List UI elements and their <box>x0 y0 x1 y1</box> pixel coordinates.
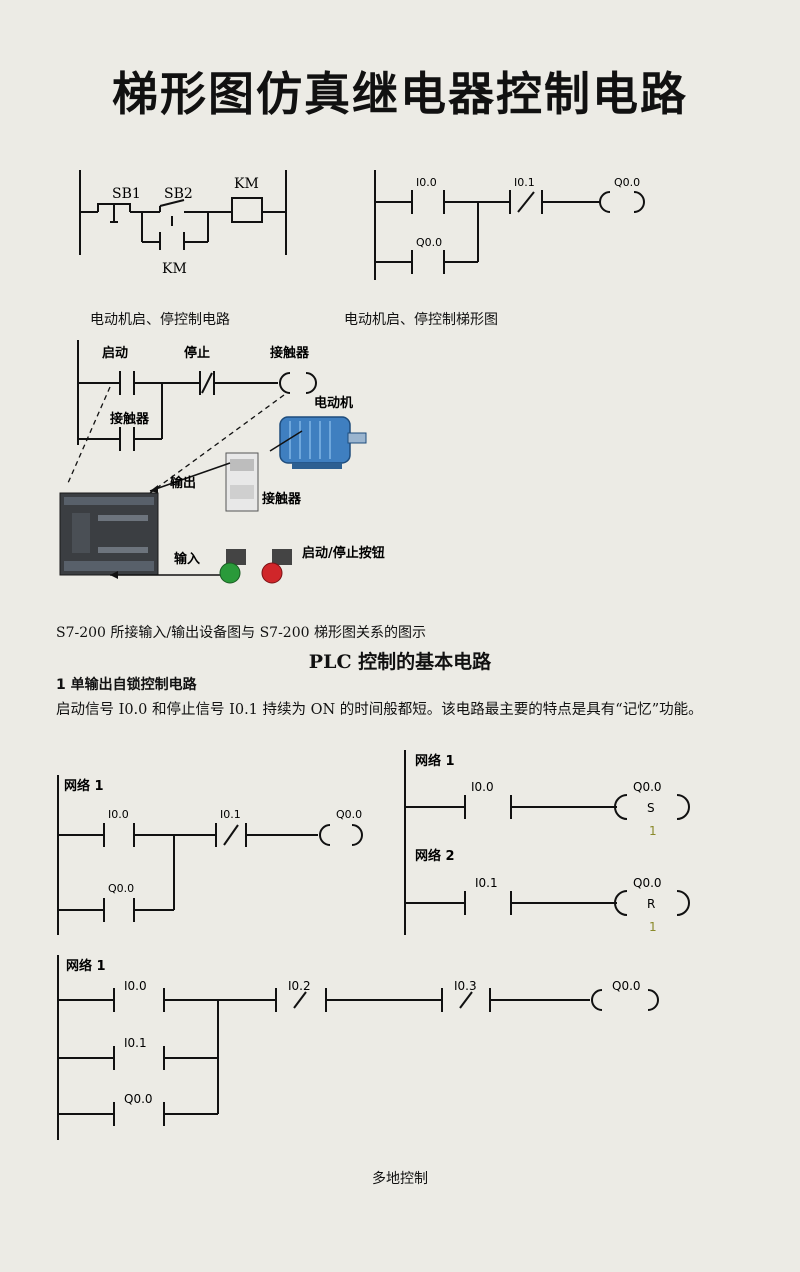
sb2-label: SB2 <box>164 186 193 202</box>
relay-circuit-diagram: SB1 SB2 KM KM <box>79 170 287 277</box>
motor-label: 电动机 <box>314 395 353 411</box>
label-i00: I0.0 <box>416 176 437 189</box>
coil-set <box>614 794 628 820</box>
network2-label: 网络 2 <box>415 848 455 864</box>
red-button-icon <box>261 549 292 584</box>
km-coil <box>231 197 263 223</box>
label-reset-letter: R <box>647 897 655 911</box>
label-q00-hold: Q0.0 <box>124 1092 153 1106</box>
relay-circuit-caption: 电动机启、停控制电路 <box>90 312 230 328</box>
label-i01: I0.1 <box>220 808 241 821</box>
start-label: 启动 <box>102 345 128 361</box>
green-button-icon <box>219 549 246 584</box>
latch-ladder-diagram: 网络 1 I0.0 I0.1 Q0.0 Q0.0 <box>57 775 363 935</box>
label-i01: I0.1 <box>514 176 535 189</box>
contactor-coil <box>279 372 291 394</box>
km-contact-label: KM <box>162 261 187 277</box>
stop-label: 停止 <box>184 345 210 361</box>
coil-q00 <box>319 824 331 846</box>
label-set-output: Q0.0 <box>633 780 662 794</box>
contactor-coil-label: 接触器 <box>270 345 310 361</box>
coil-q00 <box>591 989 603 1011</box>
label-q00: Q0.0 <box>612 979 641 993</box>
contactor-contact-label: 接触器 <box>110 411 150 427</box>
section-title: PLC 控制的基本电路 <box>308 651 492 673</box>
contactor-device-label: 接触器 <box>262 491 302 507</box>
label-i01: I0.1 <box>124 1036 147 1050</box>
s7-200-relationship-figure: 启动 停止 接触器 接触器 电动机 输出 接触器 输入 <box>59 340 385 584</box>
sb1-label: SB1 <box>112 186 141 202</box>
label-i02: I0.2 <box>288 979 311 993</box>
label-q00: Q0.0 <box>614 176 640 189</box>
label-set-letter: S <box>647 801 655 815</box>
multi-location-caption: 多地控制 <box>372 1171 428 1187</box>
buttons-label: 启动/停止按钮 <box>302 545 385 561</box>
label-reset-count: 1 <box>649 920 657 934</box>
label-i00: I0.0 <box>124 979 147 993</box>
label-i03: I0.3 <box>454 979 477 993</box>
network-label: 网络 1 <box>64 778 104 794</box>
motor-icon <box>279 416 367 469</box>
label-q00: Q0.0 <box>336 808 362 821</box>
basic-ladder-diagram: I0.0 I0.1 Q0.0 Q0.0 <box>374 170 645 280</box>
multi-location-ladder-diagram: 网络 1 I0.0 I0.1 Q0.0 I0.2 I0.3 Q0.0 <box>57 955 659 1140</box>
label-i00: I0.0 <box>108 808 129 821</box>
network1-label: 网络 1 <box>415 753 455 769</box>
km-coil-label: KM <box>234 176 259 192</box>
input-label: 输入 <box>174 551 200 567</box>
section1-heading: 1 单输出自锁控制电路 <box>56 677 197 693</box>
s7-figure-caption: S7-200 所接输入/输出设备图与 S7-200 梯形图关系的图示 <box>56 625 426 641</box>
page-title: 梯形图仿真继电器控制电路 <box>112 67 688 121</box>
plc-cpu-icon <box>59 492 159 576</box>
output-label: 输出 <box>170 475 196 491</box>
network-label: 网络 1 <box>66 958 106 974</box>
label-set-input: I0.0 <box>471 780 494 794</box>
coil-q00 <box>599 191 611 213</box>
contactor-device-icon <box>225 452 259 512</box>
coil-reset <box>614 890 628 916</box>
label-reset-input: I0.1 <box>475 876 498 890</box>
label-set-count: 1 <box>649 824 657 838</box>
label-reset-output: Q0.0 <box>633 876 662 890</box>
basic-ladder-caption: 电动机启、停控制梯形图 <box>344 312 498 328</box>
section1-description: 启动信号 I0.0 和停止信号 I0.1 持续为 ON 的时间般都短。该电路最主… <box>56 702 703 718</box>
label-q00-hold: Q0.0 <box>108 882 134 895</box>
label-q00-hold: Q0.0 <box>416 236 442 249</box>
set-reset-ladder-diagram: 网络 1 I0.0 Q0.0 S 1 网络 2 I0.1 Q0.0 R 1 <box>404 750 690 935</box>
